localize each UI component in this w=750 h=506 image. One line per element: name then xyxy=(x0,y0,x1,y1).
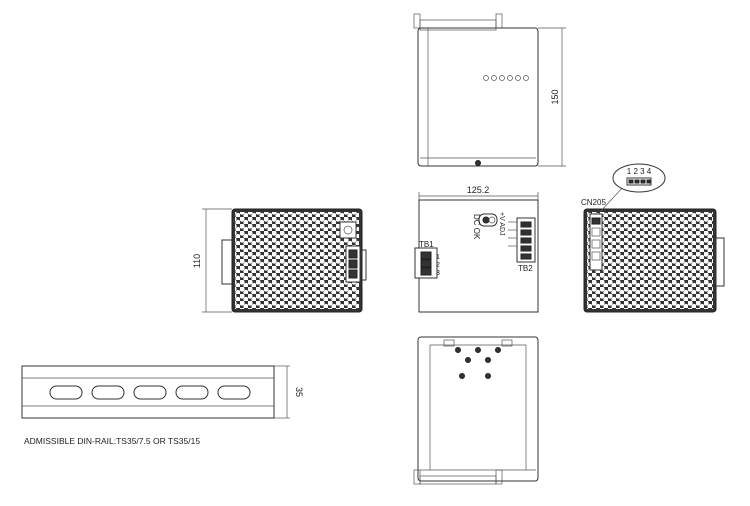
right-side-view: CN205 1 2 3 4 xyxy=(581,163,725,313)
led-row xyxy=(483,75,529,81)
cn205-pins-label: 1 2 3 4 xyxy=(627,167,652,176)
tb1-pin-2: 2 xyxy=(436,262,440,269)
dc-ok-label: DC OK xyxy=(472,214,481,240)
bottom-view xyxy=(413,336,539,485)
left-side-view: 110 xyxy=(192,208,367,313)
tb1-pin-3: 3 xyxy=(436,270,440,277)
tb1-label: TB1 xyxy=(419,240,434,249)
tb2-label: TB2 xyxy=(518,264,533,273)
dim-125-label: 125.2 xyxy=(467,185,490,195)
dim-110-label: 110 xyxy=(192,254,202,268)
dim-150-label: 150 xyxy=(550,89,560,104)
din-rail: 35 ADMISSIBLE DIN-RAIL:TS35/7.5 OR TS35/… xyxy=(21,365,304,446)
cn205-label: CN205 xyxy=(581,198,606,207)
front-view: 125.2 TB1 1 2 3 DC OK +V ADJ TB2 xyxy=(414,185,539,313)
vadj-label: +V ADJ xyxy=(498,212,505,236)
din-rail-note: ADMISSIBLE DIN-RAIL:TS35/7.5 OR TS35/15 xyxy=(24,436,200,446)
dim-35-label: 35 xyxy=(294,387,304,397)
tb1-pin-1: 1 xyxy=(436,254,440,261)
top-view: 150 xyxy=(413,13,566,167)
